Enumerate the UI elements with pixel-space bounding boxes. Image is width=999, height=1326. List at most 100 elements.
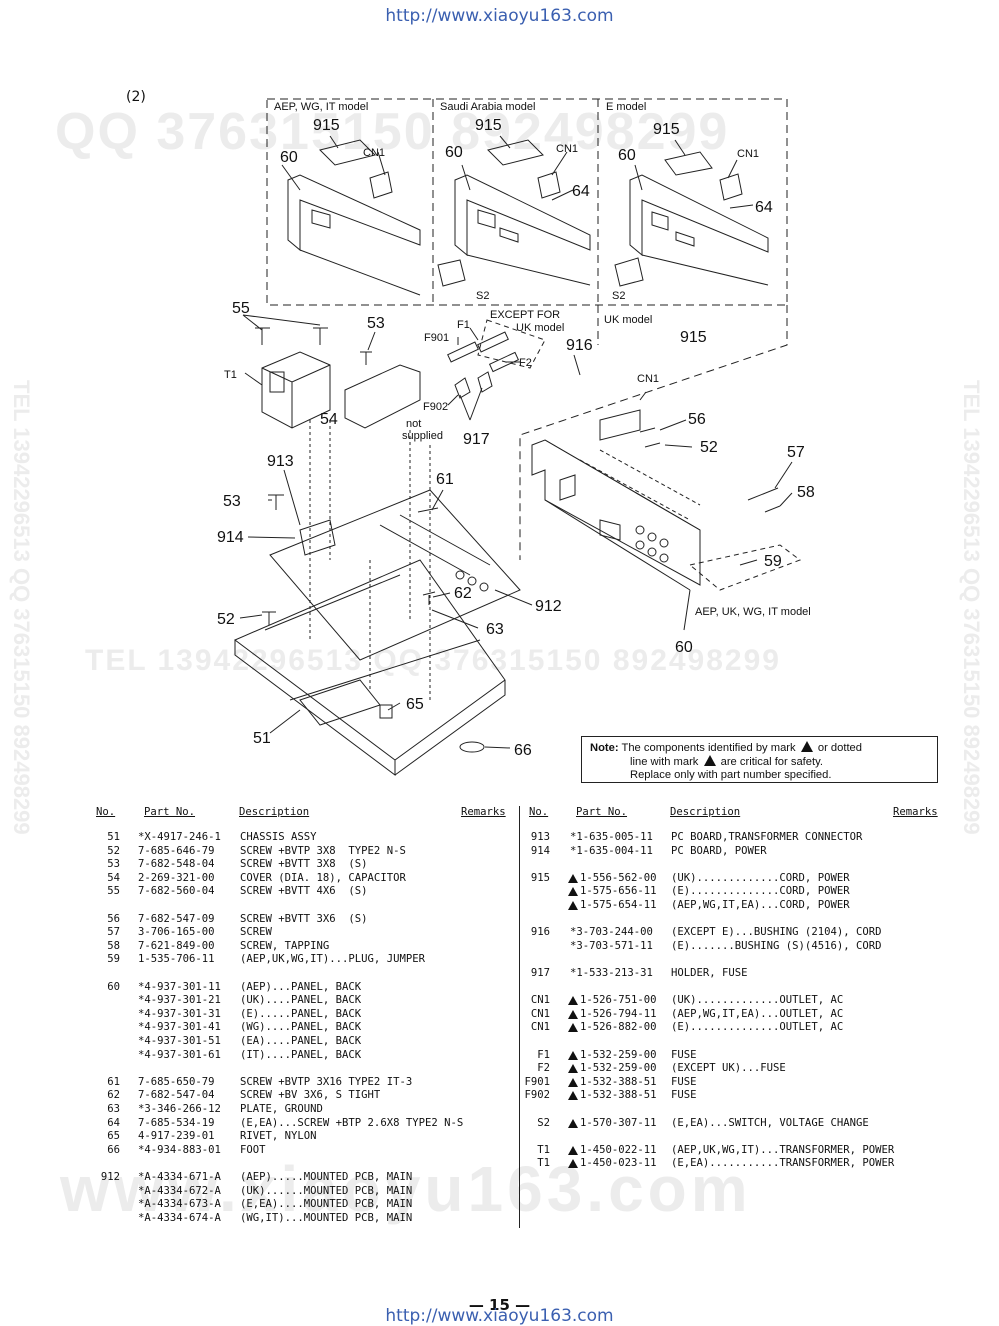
label-56: 56 [688,411,706,428]
part-number-index: F902 [524,1089,550,1102]
label-f2: F2 [519,357,532,369]
part-number-index: 60 [107,980,120,993]
label-62: 62 [454,585,472,602]
header-no-right: No. [529,806,549,818]
header-description-right: Description [670,806,741,818]
part-description: (UK)......MOUNTED PCB, MAIN [240,1184,413,1197]
part-number: 2-269-321-00 [138,871,215,884]
warning-triangle-icon [568,1145,578,1155]
watermark-vertical-left: TEL 13942296513 QQ 376315150 892498299 [9,380,34,835]
part-number-index: T1 [537,1157,550,1170]
label-912: 912 [535,598,562,615]
part-description: (AEP,WG,IT,EA)...CORD, POWER [671,899,850,911]
watermark-qq: QQ 376315150 892498299 [55,103,730,161]
part-description: (E,EA)...SWITCH, VOLTAGE CHANGE [671,1116,869,1129]
rear-panel-main [531,409,701,591]
label-53-a: 53 [367,315,385,332]
part-number: 7-685-534-19 [138,1116,215,1129]
part-description: (E,EA)...........TRANSFORMER, POWER [671,1157,895,1170]
section-number: (2) [126,89,146,105]
box-label-e: E model [606,101,646,113]
part-number-index: S2 [537,1116,550,1129]
label-supplied: supplied [402,430,443,442]
part-number: 1-532-259-00 [580,1048,657,1061]
part-description: FUSE [671,1089,697,1102]
note-line1b: or dotted [817,742,863,754]
part-number-index: 63 [107,1103,120,1115]
watermark-tel: TEL 13942296513 QQ 376315150 892498299 [85,644,781,677]
part-number-index: 914 [530,844,550,857]
part-number: 7-682-547-04 [138,1089,215,1102]
warning-triangle-icon [568,996,578,1006]
label-916: 916 [566,337,593,354]
part-number-index: T1 [537,1143,550,1156]
part-description: (AEP)...PANEL, BACK [240,980,362,993]
part-number: *A-4334-671-A [138,1171,221,1183]
part-number: *A-4334-674-A [138,1211,221,1224]
part-number: *4-934-883-01 [138,1143,221,1156]
label-not: not [406,418,421,430]
label-55: 55 [232,300,250,317]
label-915-d: 915 [680,329,707,346]
part-number-index: F1 [537,1048,550,1061]
foot-66 [459,741,485,753]
part-description: PLATE, GROUND [240,1103,323,1115]
label-51: 51 [253,730,271,747]
header-url[interactable]: http://www.xiaoyu163.com [385,6,614,26]
part-number-index: 57 [107,926,120,939]
note-line2b: are critical for safety. [720,756,823,768]
part-number: 1-575-656-11 [580,885,657,898]
part-number: *X-4917-246-1 [138,831,221,843]
part-number: 1-532-259-00 [580,1062,657,1075]
part-number: *A-4334-672-A [138,1184,221,1197]
header-partno-left: Part No. [144,806,196,818]
chassis [234,559,506,776]
box-label-aep: AEP, WG, IT model [274,101,368,113]
label-65: 65 [406,696,424,713]
note-line3: Replace only with part number specified. [630,769,832,781]
power-board [344,364,421,429]
part-number: 3-706-165-00 [138,926,215,939]
part-number: *4-937-301-31 [138,1007,221,1020]
part-number-index: 916 [530,926,550,939]
header-no-left: No. [96,806,116,818]
part-number: 7-685-646-79 [138,844,215,857]
label-915-a: 915 [313,117,340,134]
warning-triangle-icon [568,1118,578,1128]
part-number-index: 56 [107,912,120,925]
part-description: (AEP).....MOUNTED PCB, MAIN [240,1171,413,1183]
note-line1a: The components identified by mark [621,742,796,754]
part-number: 1-450-022-11 [580,1143,657,1156]
box-label-aep-uk: AEP, UK, WG, IT model [695,606,811,618]
warning-triangle-icon [568,1050,578,1060]
part-description: FUSE [671,1048,697,1061]
label-60-d: 60 [675,639,693,656]
label-915-b: 915 [475,117,502,134]
label-cn1-c: CN1 [737,148,759,160]
part-number-index: 58 [107,939,120,952]
part-description: (AEP,WG,IT,EA)...OUTLET, AC [671,1007,844,1020]
part-number-index: 913 [530,831,550,843]
part-number-index: 917 [530,967,550,979]
part-number: *4-937-301-61 [138,1048,221,1061]
part-description: (EXCEPT E)...BUSHING (2104), CORD [671,926,882,939]
watermark-site: www.xiaoyu163.com [60,1153,752,1225]
label-914: 914 [217,529,244,546]
part-number-index: CN1 [530,1007,550,1020]
part-number: 7-682-548-04 [138,858,215,871]
label-63: 63 [486,621,504,638]
part-number: *1-635-004-11 [570,844,653,857]
warning-triangle-icon [568,873,578,883]
part-number: *4-937-301-51 [138,1035,221,1047]
part-number: 1-526-751-00 [580,994,657,1007]
warning-triangle-icon [568,887,578,897]
transformer-t1 [261,351,331,429]
warning-triangle-icon [568,1077,578,1087]
footer-url[interactable]: http://www.xiaoyu163.com [385,1306,614,1326]
part-number-index: 51 [107,831,120,843]
part-number: 7-682-547-09 [138,912,215,925]
part-description: SCREW +BVTP 3X8 TYPE2 N-S [240,844,406,857]
note-title: Note: [590,742,619,754]
part-number: *4-937-301-11 [138,980,221,993]
box-label-saudi: Saudi Arabia model [440,101,535,113]
